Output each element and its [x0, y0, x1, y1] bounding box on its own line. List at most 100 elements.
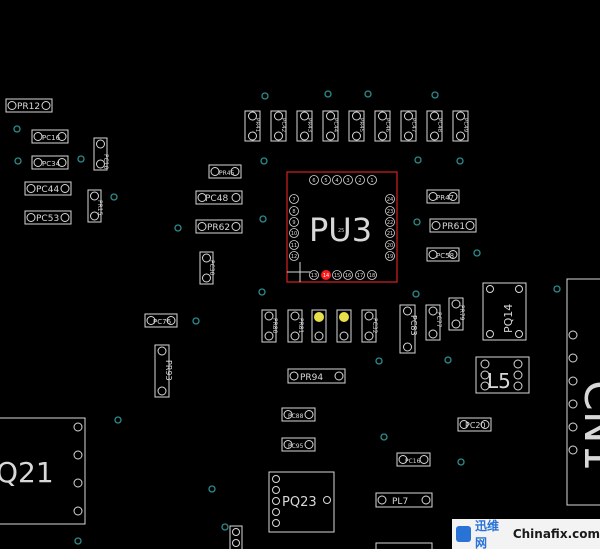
svg-text:23: 23	[387, 209, 393, 215]
yellow-pad-a[interactable]	[314, 312, 324, 322]
label-pc32: PC32	[371, 318, 378, 334]
label-pc20: PC20	[465, 421, 486, 430]
component-pc53[interactable]	[24, 210, 72, 225]
svg-text:8: 8	[292, 209, 295, 215]
watermark-logo-icon	[456, 526, 472, 542]
label-pc77: PC77	[435, 312, 442, 328]
watermark-en: Chinafix.com	[512, 527, 600, 541]
svg-text:10: 10	[291, 231, 297, 237]
svg-text:12: 12	[291, 254, 297, 260]
svg-text:11: 11	[291, 243, 297, 249]
component-pc76[interactable]	[144, 313, 178, 328]
component-pr93[interactable]	[154, 344, 170, 398]
component-yellow-a[interactable]	[311, 309, 327, 343]
component-pr45[interactable]	[208, 164, 242, 179]
label-pc34: PC34	[42, 160, 61, 168]
component-pc20[interactable]	[457, 417, 492, 432]
top-row-components[interactable]	[244, 110, 469, 142]
chip-center-pin: 25	[338, 228, 344, 234]
label-pr81: PR81	[297, 318, 304, 334]
component-bottom-partial[interactable]	[229, 525, 433, 549]
component-pc34[interactable]	[31, 155, 69, 170]
component-pc30[interactable]	[199, 251, 214, 285]
component-pr62[interactable]	[195, 219, 243, 234]
component-pc95[interactable]	[281, 437, 316, 452]
component-cn1[interactable]	[566, 278, 600, 506]
component-pc58[interactable]	[426, 247, 460, 262]
component-pq23[interactable]	[268, 471, 335, 533]
svg-text:PC46: PC46	[384, 118, 390, 133]
label-pc10: PC10	[102, 154, 109, 170]
svg-text:PR43: PR43	[306, 118, 312, 133]
label-pq21: Q21	[0, 456, 54, 489]
chip-pu3[interactable]	[286, 171, 398, 283]
svg-text:4: 4	[335, 178, 338, 184]
svg-text:21: 21	[387, 231, 393, 237]
label-pc76: PC76	[153, 318, 172, 326]
svg-text:PC42: PC42	[280, 118, 286, 132]
component-pr79[interactable]	[448, 297, 464, 331]
label-pr12: PR12	[17, 102, 40, 112]
highlighted-pin[interactable]	[321, 270, 331, 280]
label-pc88: PC88	[288, 413, 304, 420]
component-l5[interactable]	[475, 356, 530, 394]
svg-text:20: 20	[387, 243, 393, 249]
label-cn1: CN1	[574, 380, 600, 472]
component-pq14[interactable]	[482, 282, 527, 341]
component-pr80[interactable]	[261, 309, 277, 343]
component-pr15[interactable]	[87, 189, 102, 223]
label-pq14: PQ14	[502, 304, 515, 333]
component-pr81[interactable]	[287, 309, 303, 343]
component-pc83[interactable]	[399, 304, 416, 354]
svg-text:14: 14	[323, 273, 329, 279]
svg-text:PC48: PC48	[436, 118, 442, 133]
label-pr45: PR45	[219, 170, 235, 177]
label-pc16: PC16	[42, 134, 61, 142]
component-pc32[interactable]	[361, 309, 377, 343]
label-pr15: PR15	[96, 200, 103, 216]
component-pr12[interactable]	[5, 98, 53, 113]
label-pc58: PC58	[436, 252, 454, 260]
label-pc16b: PC16	[405, 458, 421, 465]
component-pc88[interactable]	[281, 407, 316, 422]
component-pr94[interactable]	[287, 368, 346, 384]
svg-text:19: 19	[387, 254, 393, 260]
label-pc48: PC48	[205, 194, 228, 204]
label-pr93: PR93	[164, 360, 173, 381]
svg-text:3: 3	[346, 178, 349, 184]
svg-text:PC44: PC44	[332, 118, 338, 133]
svg-text:17: 17	[357, 273, 363, 279]
svg-text:2: 2	[358, 178, 361, 184]
component-pc16b[interactable]	[396, 452, 431, 467]
label-l5: L5	[487, 369, 511, 393]
component-pr61[interactable]	[429, 218, 477, 233]
chip-ref-label: PU3	[309, 211, 372, 249]
svg-text:PR45: PR45	[358, 118, 364, 133]
svg-text:9: 9	[292, 220, 295, 226]
label-pr79: PR79	[458, 305, 465, 321]
component-yellow-b[interactable]	[336, 309, 352, 343]
component-pr47[interactable]	[426, 189, 460, 204]
label-pr47: PR47	[436, 194, 454, 202]
component-pq21[interactable]	[0, 417, 86, 525]
component-pc16[interactable]	[31, 129, 69, 144]
component-pl7[interactable]	[375, 492, 433, 508]
label-pq23: PQ23	[282, 495, 317, 510]
label-pr80: PR80	[271, 318, 278, 334]
label-pc53: PC53	[36, 214, 59, 224]
svg-text:24: 24	[387, 197, 393, 203]
vias	[13, 90, 561, 545]
svg-text:5: 5	[324, 178, 327, 184]
component-pc10[interactable]	[93, 137, 108, 171]
label-pr61: PR61	[442, 222, 465, 232]
svg-text:PC47: PC47	[410, 118, 416, 133]
component-pc48[interactable]	[195, 190, 243, 205]
svg-text:15: 15	[334, 273, 340, 279]
component-pc77[interactable]	[425, 304, 441, 341]
yellow-pad-b[interactable]	[339, 312, 349, 322]
svg-text:16: 16	[345, 273, 351, 279]
component-pc44[interactable]	[24, 181, 72, 196]
